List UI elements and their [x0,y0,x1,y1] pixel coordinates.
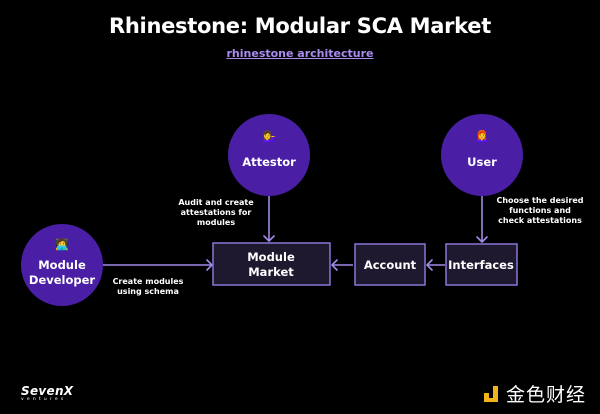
jinse-mark-icon [484,385,500,402]
technologist-icon: 🧑‍💻 [55,237,69,251]
edge-label-attestor: Audit and create attestations for module… [178,198,254,227]
node-user: 👩‍🦰 User [441,114,523,196]
node-module-developer: 🧑‍💻 Module Developer [21,224,103,306]
developer-label-line2: Developer [29,273,96,287]
woman-red-hair-icon: 👩‍🦰 [475,130,489,143]
account-label: Account [364,258,417,272]
edge-interfaces-to-account [426,259,445,271]
edge-label-line: Audit and create [178,198,254,207]
page-title: Rhinestone: Modular SCA Market [109,14,491,38]
architecture-link[interactable]: rhinestone architecture [226,47,374,60]
edge-developer-to-market [103,259,213,271]
person-tipping-hand-icon: 💁‍♀️ [262,130,276,143]
sevenx-ventures-logo: SevenX ventures [21,385,73,403]
interfaces-label: Interfaces [448,258,514,272]
logo-right-text: 金色财经 [506,384,587,406]
edge-label-line: Create modules [113,277,184,286]
module-market-label-line1: Module [247,250,295,264]
logo-left-sub: ventures [21,397,67,402]
user-label: User [467,155,497,169]
logo-left-name: SevenX [21,384,74,398]
edge-account-to-market [331,259,353,271]
node-account: Account [354,243,426,286]
module-market-label-line2: Market [248,265,294,279]
node-module-market: Module Market [212,242,331,286]
edge-label-line: functions and [509,206,571,215]
attestor-label: Attestor [242,155,296,169]
edge-label-line: check attestations [498,216,582,225]
node-interfaces: Interfaces [445,243,518,286]
node-attestor: 💁‍♀️ Attestor [228,114,310,196]
edge-label-user: Choose the desired functions and check a… [496,196,583,225]
jinse-finance-logo: 金色财经 [484,380,586,407]
edge-user-to-interfaces [476,196,488,243]
edge-label-line: using schema [117,287,179,296]
edge-label-line: attestations for [181,208,252,217]
edge-label-line: Choose the desired [496,196,583,205]
edge-label-line: modules [197,218,235,227]
edge-attestor-to-market [263,196,275,242]
edge-label-developer: Create modules using schema [113,277,184,296]
developer-label-line1: Module [38,258,86,272]
